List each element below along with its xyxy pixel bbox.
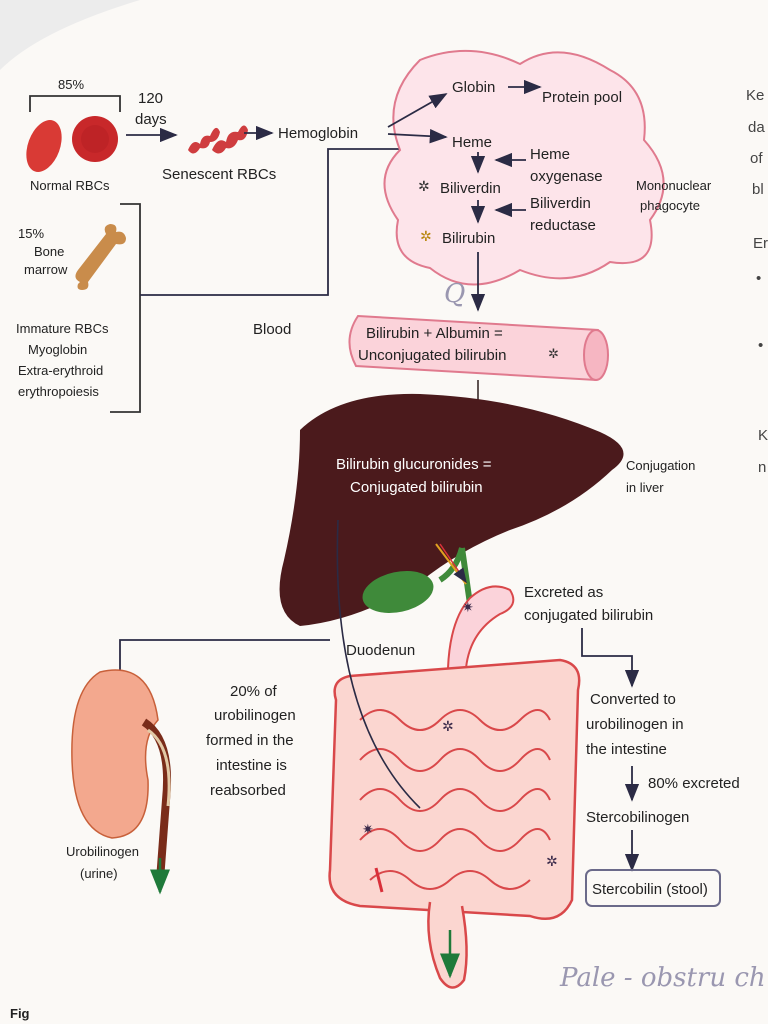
svg-text:da: da [748,119,765,136]
svg-text:Biliverdin: Biliverdin [530,195,591,212]
svg-text:Urobilinogen: Urobilinogen [66,844,139,859]
svg-text:marrow: marrow [24,262,68,277]
svg-text:K: K [758,427,768,444]
star-icon: ✲ [546,853,558,869]
svg-text:reabsorbed: reabsorbed [210,782,286,799]
svg-text:Fig: Fig [10,1006,30,1021]
svg-text:phagocyte: phagocyte [640,198,700,213]
arrow-to-kidney [112,639,330,690]
svg-text:Hemoglobin: Hemoglobin [278,125,358,142]
svg-text:Myoglobin: Myoglobin [28,342,87,357]
svg-text:Heme: Heme [530,146,570,163]
svg-text:Bilirubin + Albumin =: Bilirubin + Albumin = [366,325,503,342]
reabsorption-curve [336,519,421,809]
svg-text:Protein pool: Protein pool [542,89,622,106]
svg-text:erythropoiesis: erythropoiesis [18,384,99,399]
gallbladder [362,571,434,613]
svg-text:•: • [758,337,763,354]
svg-text:Blood: Blood [253,321,291,338]
stercobilin-box [585,869,721,907]
svg-text:Immature RBCs: Immature RBCs [16,321,109,336]
star-icon: ✲ [420,228,432,244]
svg-text:urobilinogen in: urobilinogen in [586,716,684,733]
bracket-15 [110,203,141,413]
svg-text:in liver: in liver [626,480,664,495]
svg-text:Mononuclear: Mononuclear [636,178,712,193]
liver [279,393,624,626]
bone-marrow: 15% Bone marrow [18,224,126,290]
svg-text:oxygenase: oxygenase [530,168,603,185]
right-edge-text: Ke da of bl Er • • K n [746,87,768,476]
svg-text:Bone: Bone [34,244,64,259]
intestines: ✲ ✷ ✲ [328,658,581,989]
svg-text:15%: 15% [18,226,44,241]
mononuclear-phagocyte [383,49,665,286]
arrow-hb-heme [387,128,448,144]
star-icon: ✲ [418,178,430,194]
svg-text:Pale - obstru ch: Pale - obstru ch [559,963,766,993]
arrow-excreted-converted [581,628,640,688]
svg-text:Biliverdin: Biliverdin [440,180,501,197]
blood-vessel: Bilirubin + Albumin = Unconjugated bilir… [348,314,609,382]
star-icon: ✷ [362,821,374,837]
svg-text:Stercobilin (stool): Stercobilin (stool) [592,881,708,898]
svg-text:Duodenun: Duodenun [346,642,415,659]
svg-text:Bilirubin: Bilirubin [442,230,495,247]
kidney [71,669,172,881]
svg-text:bl: bl [752,181,764,198]
svg-text:reductase: reductase [530,217,596,234]
arrow-hb-globin [387,93,448,128]
svg-text:Er: Er [753,235,768,252]
svg-text:conjugated bilirubin: conjugated bilirubin [524,607,653,624]
bracket-85 [29,95,121,112]
svg-text:120: 120 [138,90,163,107]
svg-text:of: of [750,150,763,167]
svg-text:intestine is: intestine is [216,757,287,774]
svg-text:Extra-erythroid: Extra-erythroid [18,363,103,378]
svg-text:Conjugation: Conjugation [626,458,695,473]
svg-text:80% excreted: 80% excreted [648,775,740,792]
svg-text:Normal RBCs: Normal RBCs [30,178,110,193]
svg-text:n: n [758,459,766,476]
svg-text:(urine): (urine) [80,866,118,881]
star-icon: ✷ [462,599,474,615]
svg-text:Unconjugated bilirubin: Unconjugated bilirubin [358,347,506,364]
svg-text:85%: 85% [58,77,84,92]
pencil-mark: Q [444,279,465,309]
normal-rbcs: Normal RBCs [26,116,118,193]
svg-text:Globin: Globin [452,79,495,96]
senescent-rbcs: Senescent RBCs [162,125,276,183]
svg-text:days: days [135,111,167,128]
star-icon: ✲ [442,718,454,734]
svg-text:Converted to: Converted to [590,691,676,708]
svg-text:urobilinogen: urobilinogen [214,707,296,724]
svg-text:Senescent RBCs: Senescent RBCs [162,166,276,183]
svg-text:•: • [756,270,761,287]
svg-text:Excreted as: Excreted as [524,584,603,601]
page-curl [0,0,140,70]
svg-text:formed in the: formed in the [206,732,294,749]
svg-text:20% of: 20% of [230,683,278,700]
svg-text:Heme: Heme [452,134,492,151]
blood-line [140,141,442,296]
svg-text:Ke: Ke [746,87,764,104]
svg-text:Bilirubin glucuronides =: Bilirubin glucuronides = [336,456,492,473]
svg-text:Conjugated bilirubin: Conjugated bilirubin [350,479,483,496]
star-icon: ✲ [548,346,559,361]
svg-text:Stercobilinogen: Stercobilinogen [586,809,689,826]
svg-text:the intestine: the intestine [586,741,667,758]
